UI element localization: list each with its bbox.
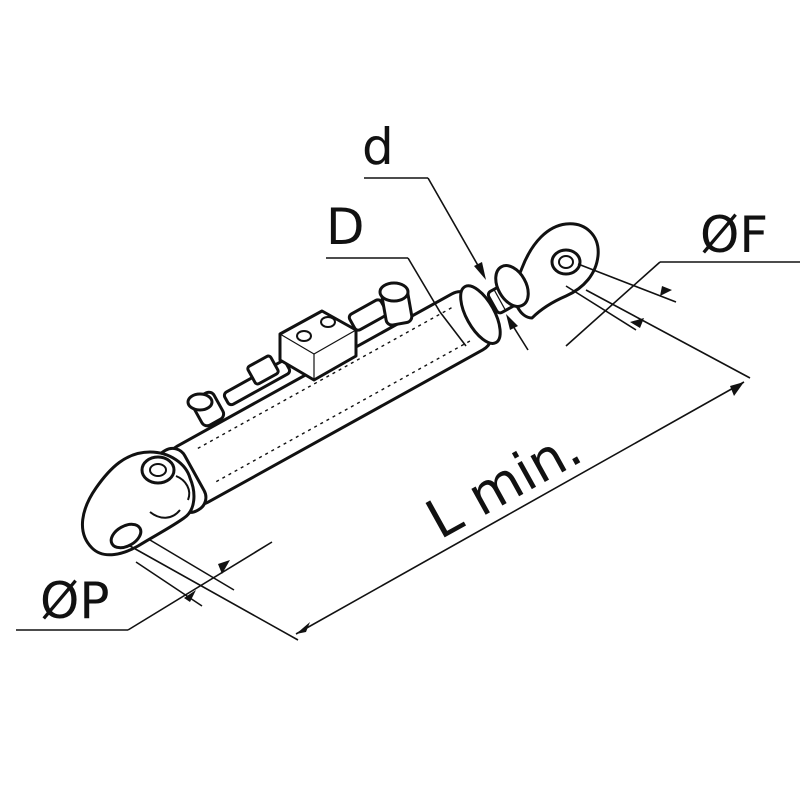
dimension-d-bore	[326, 257, 467, 347]
dimension-f	[565, 261, 800, 347]
label-min-length: L min.	[416, 416, 592, 552]
dimension-l-min	[129, 289, 751, 641]
label-base-eye-diameter: ØP	[40, 572, 110, 630]
label-rod-diameter: d	[362, 118, 394, 176]
base-eye	[80, 450, 196, 557]
dimension-d	[364, 177, 529, 351]
label-bore-diameter: D	[326, 198, 365, 256]
label-rod-eye-diameter: ØF	[700, 206, 768, 264]
rod-eye	[494, 222, 600, 320]
dimension-p	[16, 539, 273, 631]
hydraulic-fittings	[186, 281, 414, 428]
